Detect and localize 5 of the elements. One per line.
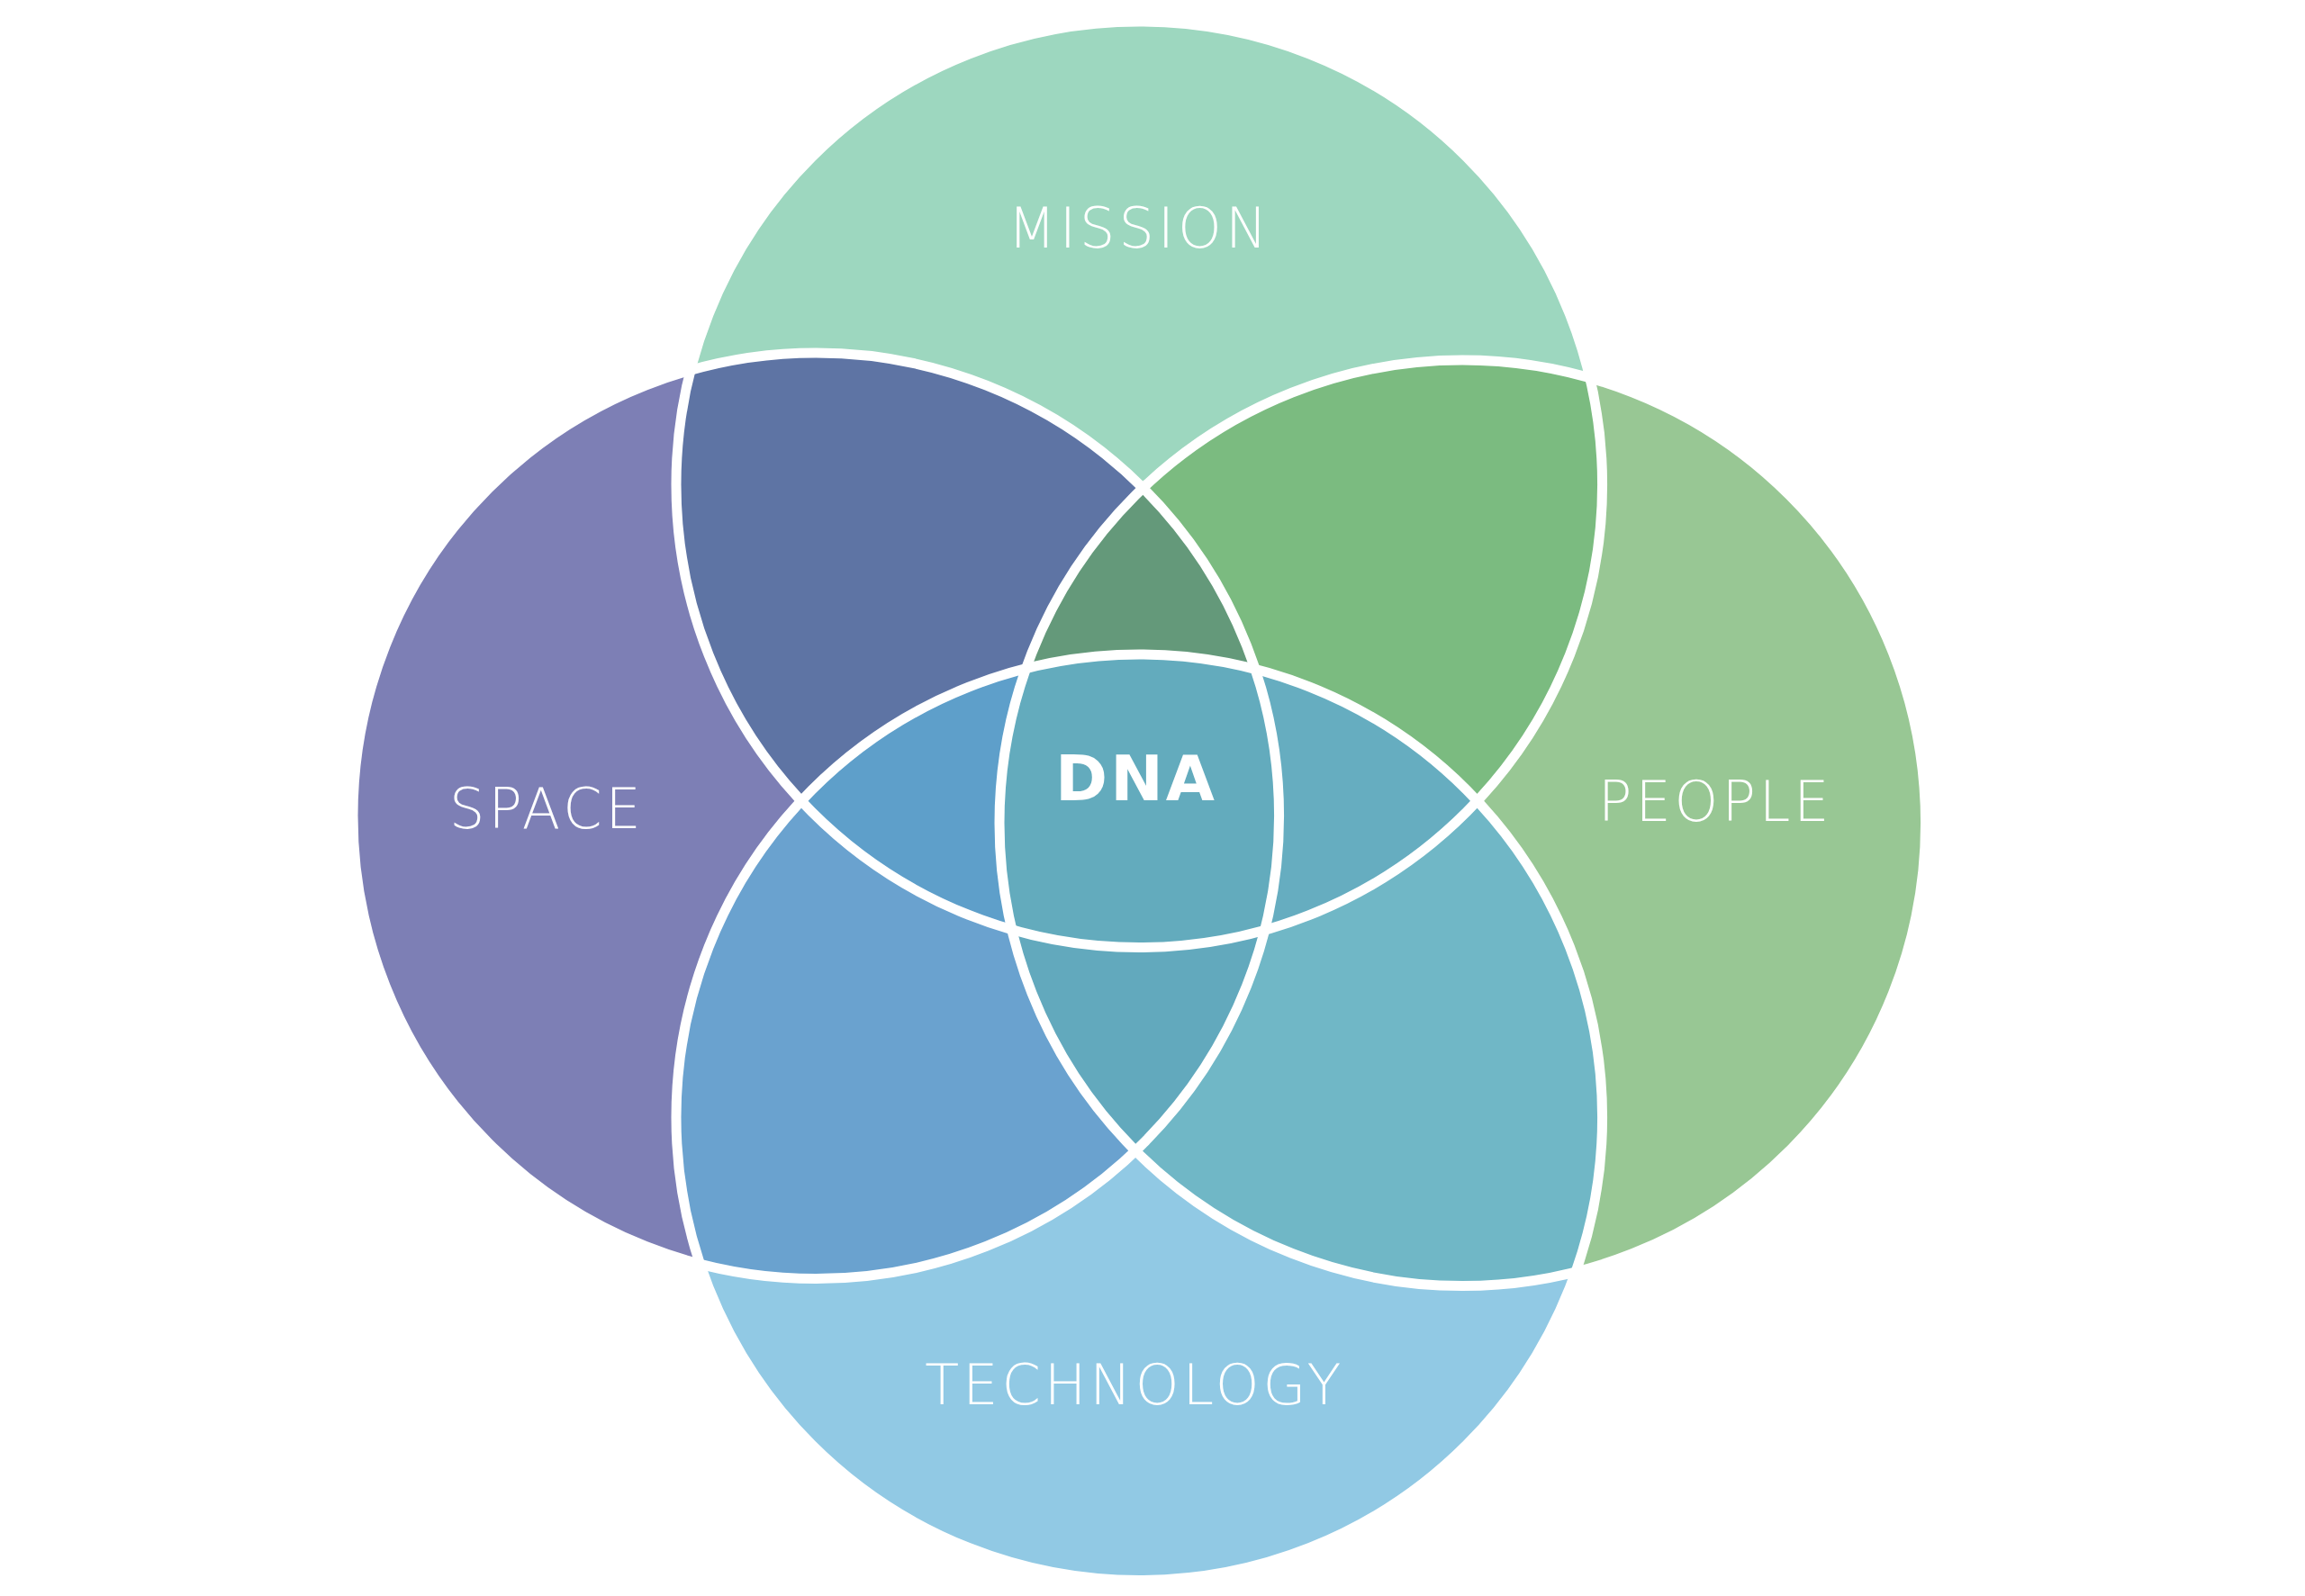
circle-label: MISSION (1008, 194, 1271, 261)
center-label: DNA (1055, 742, 1217, 816)
circle-label: SPACE (449, 775, 645, 842)
circle-label: PEOPLE (1598, 768, 1833, 834)
circle-label: TECHNOLOGY (925, 1351, 1345, 1418)
